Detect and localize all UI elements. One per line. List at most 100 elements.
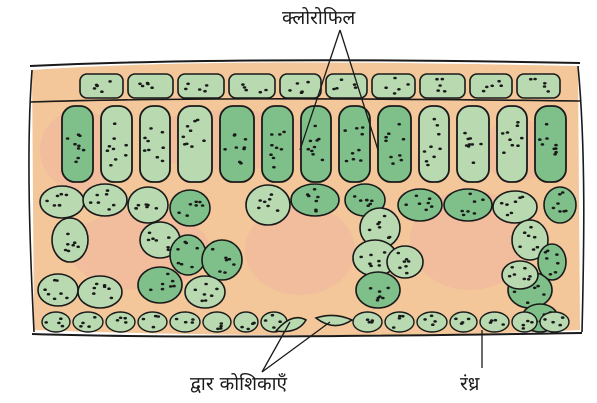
chloroplast-dot (257, 207, 261, 210)
chloroplast-dot (219, 325, 223, 328)
chloroplast-dot (549, 273, 553, 276)
chloroplast-dot (405, 272, 409, 275)
chloroplast-dot (185, 214, 189, 217)
chloroplast-dot (469, 137, 473, 140)
chloroplast-dot (82, 149, 86, 152)
chloroplast-dot (198, 88, 202, 91)
chloroplast-dot (400, 159, 404, 162)
chloroplast-dot (194, 204, 198, 207)
chloroplast-dot (105, 193, 109, 196)
chloroplast-dot (523, 278, 527, 281)
chloroplast-dot (536, 246, 540, 249)
chloroplast-dot (223, 271, 227, 274)
chloroplast-dot (161, 146, 165, 149)
chloroplast-dot (76, 246, 80, 249)
chloroplast-dot (190, 145, 194, 148)
chloroplast-dot (152, 326, 156, 329)
chloroplast-dot (473, 212, 477, 215)
chloroplast-dot (424, 209, 428, 212)
chloroplast-dot (77, 145, 81, 148)
chloroplast-dot (407, 260, 411, 263)
chloroplast-dot (65, 194, 69, 197)
chloroplast-dot (467, 318, 471, 321)
chloroplast-dot (354, 86, 358, 89)
chloroplast-dot (389, 156, 393, 159)
chloroplast-dot (461, 321, 465, 324)
chloroplast-dot (381, 297, 385, 300)
chloroplast-dot (321, 159, 325, 162)
epidermis-cell (420, 74, 465, 98)
chloroplast-dot (365, 199, 369, 202)
chloroplast-dot (124, 154, 128, 157)
chloroplast-dot (270, 133, 274, 136)
chloroplast-dot (506, 131, 510, 134)
chloroplast-dot (316, 196, 320, 199)
chloroplast-dot (425, 160, 429, 163)
chloroplast-dot (309, 140, 313, 143)
chloroplast-dot (53, 298, 57, 301)
chloroplast-dot (268, 198, 272, 201)
chloroplast-dot (77, 133, 81, 136)
chloroplast-dot (106, 149, 110, 152)
chloroplast-dot (383, 215, 387, 218)
chloroplast-dot (429, 145, 433, 148)
chloroplast-dot (561, 191, 565, 194)
chloroplast-dot (423, 150, 427, 153)
chloroplast-dot (218, 270, 222, 273)
chloroplast-dot (482, 90, 486, 93)
chloroplast-dot (189, 203, 193, 206)
chloroplast-dot (343, 129, 347, 132)
chloroplast-dot (204, 283, 208, 286)
chloroplast-dot (562, 210, 566, 213)
chloroplast-dot (144, 203, 148, 206)
chloroplast-dot (205, 84, 209, 87)
palisade-cell (220, 106, 254, 182)
spongy-cell (502, 261, 538, 289)
chloroplast-dot (378, 264, 382, 267)
chloroplast-dot (397, 252, 401, 255)
chloroplast-dot (398, 266, 402, 269)
chloroplast-dot (272, 157, 276, 160)
chloroplast-dot (402, 138, 406, 141)
chloroplast-dot (243, 86, 247, 89)
chloroplast-dot (149, 127, 153, 130)
chloroplast-dot (541, 143, 545, 146)
chloroplast-dot (264, 89, 268, 92)
chloroplast-dot (536, 285, 540, 288)
chloroplast-dot (203, 90, 207, 93)
chloroplast-dot (558, 193, 562, 196)
chloroplast-dot (180, 263, 184, 266)
chloroplast-dot (276, 209, 280, 212)
chloroplast-dot (171, 280, 175, 283)
chloroplast-dot (384, 136, 388, 139)
chloroplast-dot (545, 137, 549, 140)
chloroplast-dot (112, 137, 116, 140)
chloroplast-dot (369, 254, 373, 257)
chloroplast-dot (307, 148, 311, 151)
palisade-cell (419, 106, 449, 182)
chloroplast-dot (211, 248, 215, 251)
chloroplast-dot (151, 237, 155, 240)
spongy-cell (493, 191, 537, 223)
chloroplast-dot (200, 300, 204, 303)
chloroplast-dot (368, 262, 372, 265)
chloroplast-dot (204, 299, 208, 302)
chloroplast-dot (306, 193, 310, 196)
chloroplast-dot (502, 151, 506, 154)
chloroplast-dot (156, 156, 160, 159)
chloroplast-dot (554, 151, 558, 154)
chloroplast-dot (554, 271, 558, 274)
chloroplast-dot (366, 318, 370, 321)
chloroplast-dot (384, 86, 388, 89)
chloroplast-dot (172, 285, 176, 288)
chloroplast-dot (150, 86, 154, 89)
chloroplast-dot (306, 81, 310, 84)
chloroplast-dot (155, 207, 159, 210)
chloroplast-dot (55, 279, 59, 282)
chloroplast-dot (369, 203, 373, 206)
chloroplast-dot (436, 89, 440, 92)
chloroplast-dot (110, 297, 114, 300)
spongy-cell (444, 189, 492, 221)
chloroplast-dot (430, 315, 434, 318)
chloroplast-dot (232, 263, 236, 266)
